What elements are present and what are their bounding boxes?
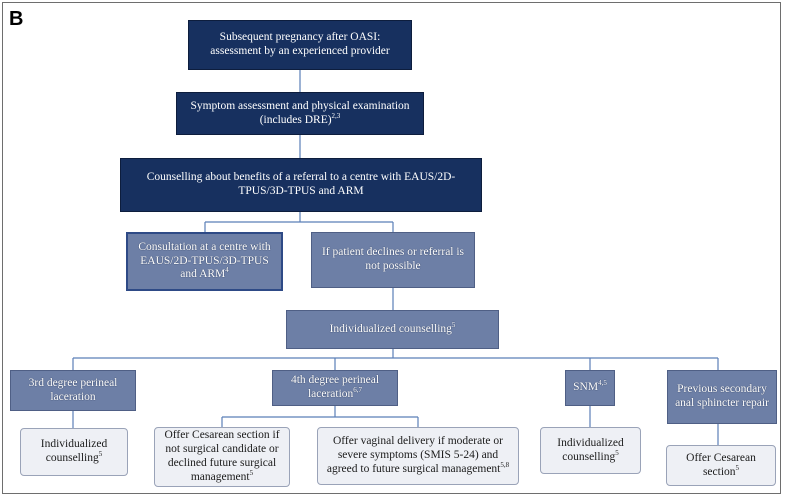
- node-offer-vaginal-delivery-text: Offer vaginal delivery if moderate or se…: [326, 435, 510, 475]
- node-consultation-centre-text: Consultation at a centre with EAUS/2D-TP…: [138, 240, 271, 281]
- node-3rd-degree-text: 3rd degree perineal laceration: [28, 376, 118, 403]
- node-symptom-assessment-text: Symptom assessment and physical examinat…: [190, 99, 410, 126]
- node-individualized-counselling-snm: Individualized counselling5: [540, 427, 641, 474]
- node-symptom-assessment: Symptom assessment and physical examinat…: [176, 92, 424, 135]
- node-offer-cesarean-if-text: Offer Cesarean section if not surgical c…: [164, 429, 280, 483]
- node-individualized-counselling-3rd-text: Individualized counselling5: [40, 438, 108, 464]
- node-offer-cesarean: Offer Cesarean section5: [666, 445, 776, 486]
- node-snm: SNM4,5: [565, 370, 615, 406]
- node-counselling-referral-text: Counselling about benefits of a referral…: [146, 171, 456, 197]
- node-individualized-counselling-main: Individualized counselling5: [286, 310, 499, 349]
- node-subsequent-pregnancy: Subsequent pregnancy after OASI: assessm…: [188, 20, 412, 70]
- node-3rd-degree: 3rd degree perineal laceration: [10, 370, 136, 411]
- node-previous-repair-text: Previous secondary anal sphincter repair: [675, 383, 769, 409]
- node-patient-declines-text: If patient declines or referral is not p…: [321, 246, 465, 272]
- node-previous-repair: Previous secondary anal sphincter repair: [667, 370, 777, 424]
- node-subsequent-pregnancy-text: Subsequent pregnancy after OASI: assessm…: [210, 31, 390, 57]
- panel-label: B: [9, 8, 24, 30]
- node-individualized-counselling-main-text: Individualized counselling5: [329, 320, 456, 335]
- node-offer-cesarean-text: Offer Cesarean section5: [686, 451, 756, 478]
- node-4th-degree-text: 4th degree perineal laceration6,7: [290, 374, 380, 400]
- node-consultation-centre: Consultation at a centre with EAUS/2D-TP…: [126, 232, 283, 291]
- node-patient-declines: If patient declines or referral is not p…: [311, 232, 475, 288]
- node-offer-cesarean-if: Offer Cesarean section if not surgical c…: [154, 427, 290, 487]
- node-snm-text: SNM4,5: [573, 379, 607, 394]
- node-individualized-counselling-3rd: Individualized counselling5: [20, 428, 128, 476]
- node-offer-vaginal-delivery: Offer vaginal delivery if moderate or se…: [317, 427, 519, 485]
- node-4th-degree: 4th degree perineal laceration6,7: [272, 370, 398, 406]
- node-counselling-referral: Counselling about benefits of a referral…: [120, 158, 482, 212]
- node-individualized-counselling-snm-text: Individualized counselling5: [557, 436, 624, 463]
